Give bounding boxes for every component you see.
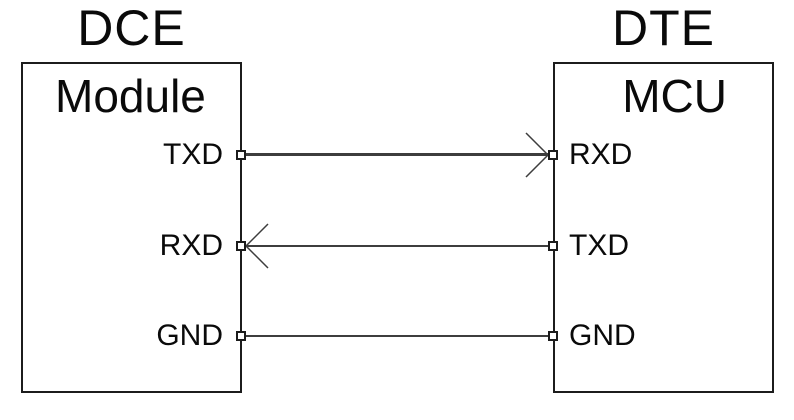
mcu-pin-label-rxd: RXD — [569, 138, 633, 171]
module-pin-label-gnd: GND — [156, 319, 223, 352]
module-pin-label-txd: TXD — [163, 138, 223, 171]
module-pin-square-gnd — [236, 331, 246, 341]
mcu-pin-square-txd — [548, 241, 558, 251]
wire-rxd-to-txd — [246, 245, 548, 247]
dte-heading: DTE — [612, 0, 715, 56]
dce-heading: DCE — [77, 0, 186, 56]
module-pin-label-rxd: RXD — [159, 229, 223, 262]
mcu-pin-label-txd: TXD — [569, 229, 629, 262]
module-block-label: Module — [55, 70, 206, 122]
mcu-pin-square-gnd — [548, 331, 558, 341]
mcu-pin-label-gnd: GND — [569, 319, 636, 352]
module-pin-square-rxd — [236, 241, 246, 251]
wire-txd-to-rxd — [246, 153, 548, 156]
mcu-block-label: MCU — [622, 70, 727, 122]
wire-gnd-to-gnd — [246, 335, 548, 337]
module-block-box — [21, 62, 242, 393]
mcu-pin-square-rxd — [548, 150, 558, 160]
module-pin-square-txd — [236, 150, 246, 160]
mcu-block-box — [553, 62, 774, 393]
